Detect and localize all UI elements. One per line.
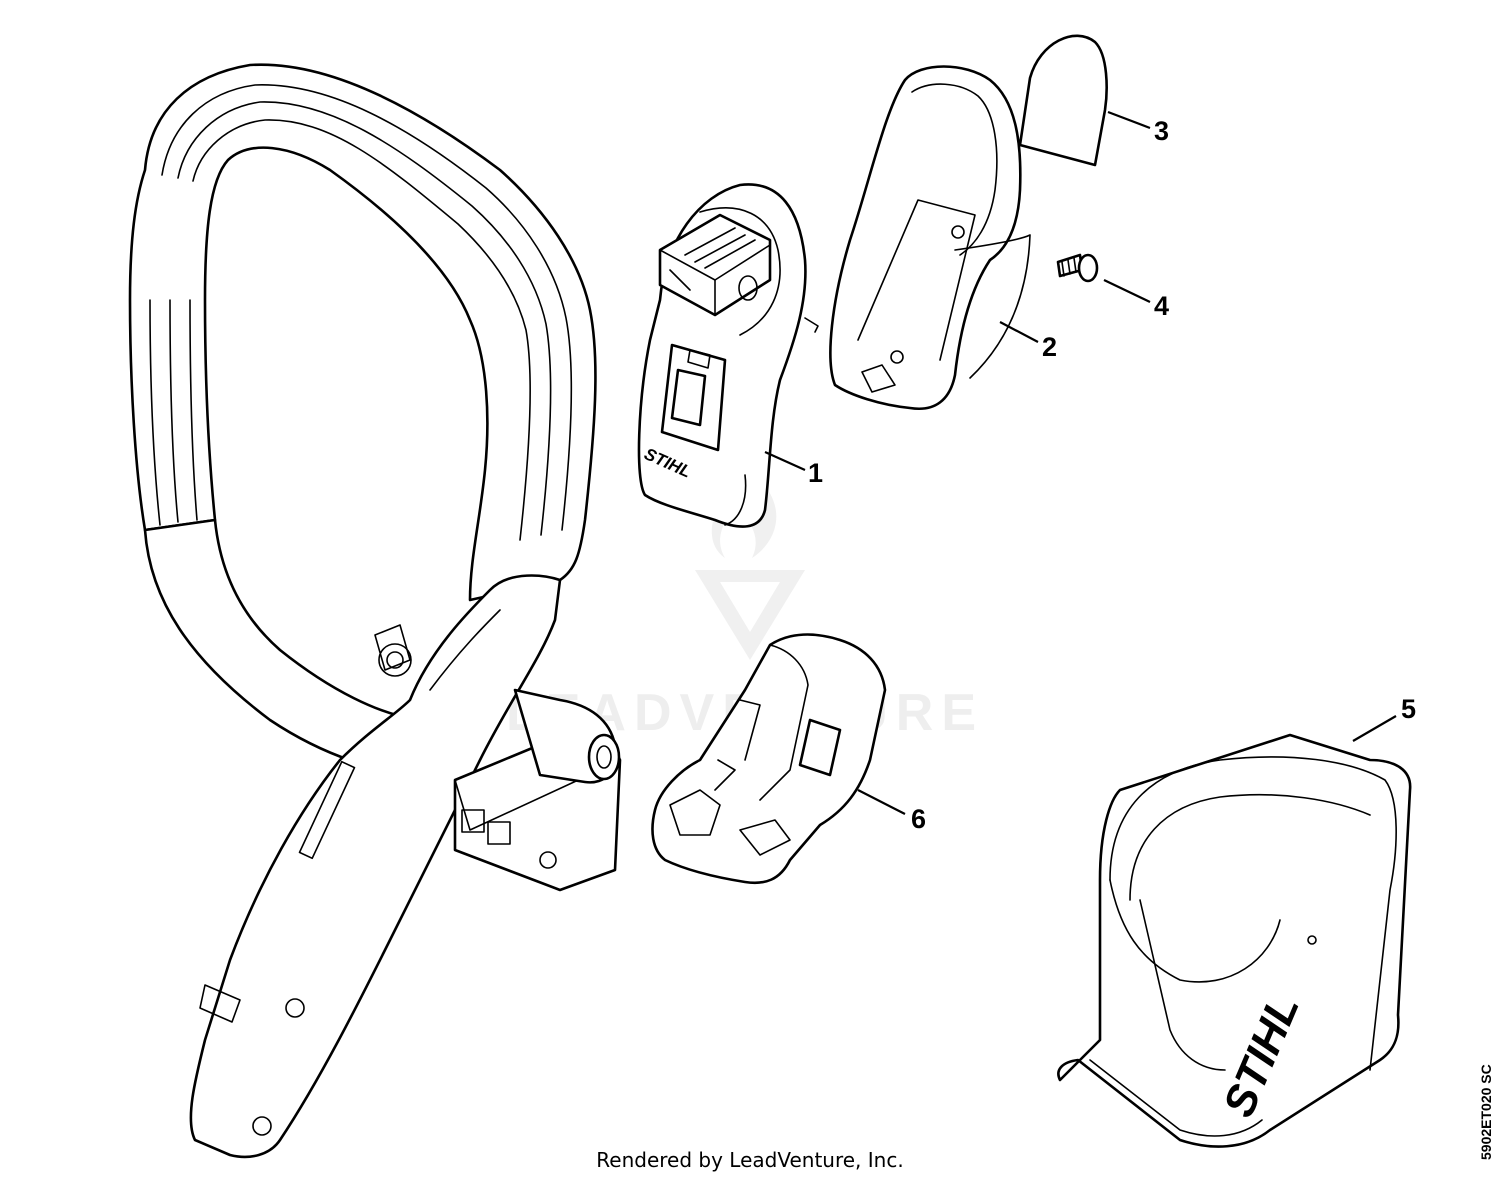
footer-credit: Rendered by LeadVenture, Inc. [596, 1148, 904, 1172]
callout-6: 6 [911, 804, 926, 834]
part-2-handle-shell [804, 65, 1031, 411]
leader-line-5 [1352, 715, 1397, 742]
watermark-v-icon [695, 570, 805, 660]
leader-line-4 [1103, 279, 1151, 303]
callout-4: 4 [1154, 291, 1169, 321]
callout-2: 2 [1042, 332, 1057, 362]
leader-line-6 [857, 789, 906, 815]
leader-line-3 [1107, 110, 1151, 130]
part-1-switch-housing: STIHL [637, 183, 807, 528]
front-handle-bar [128, 63, 622, 1159]
leader-line-2 [999, 321, 1039, 343]
leader-line-1 [764, 450, 806, 472]
part-6-insert [651, 633, 887, 885]
drawing-code: 5902ET020 SC [1478, 1064, 1494, 1160]
part-3-label-plate [1018, 34, 1108, 167]
callout-5: 5 [1401, 694, 1416, 724]
part-5-cover: STIHL [1057, 733, 1412, 1148]
leader-lines [764, 110, 1397, 815]
part-4-screw [1056, 253, 1099, 283]
callouts: 1 2 3 4 5 6 [808, 116, 1416, 834]
callout-3: 3 [1154, 116, 1169, 146]
callout-1: 1 [808, 458, 823, 488]
